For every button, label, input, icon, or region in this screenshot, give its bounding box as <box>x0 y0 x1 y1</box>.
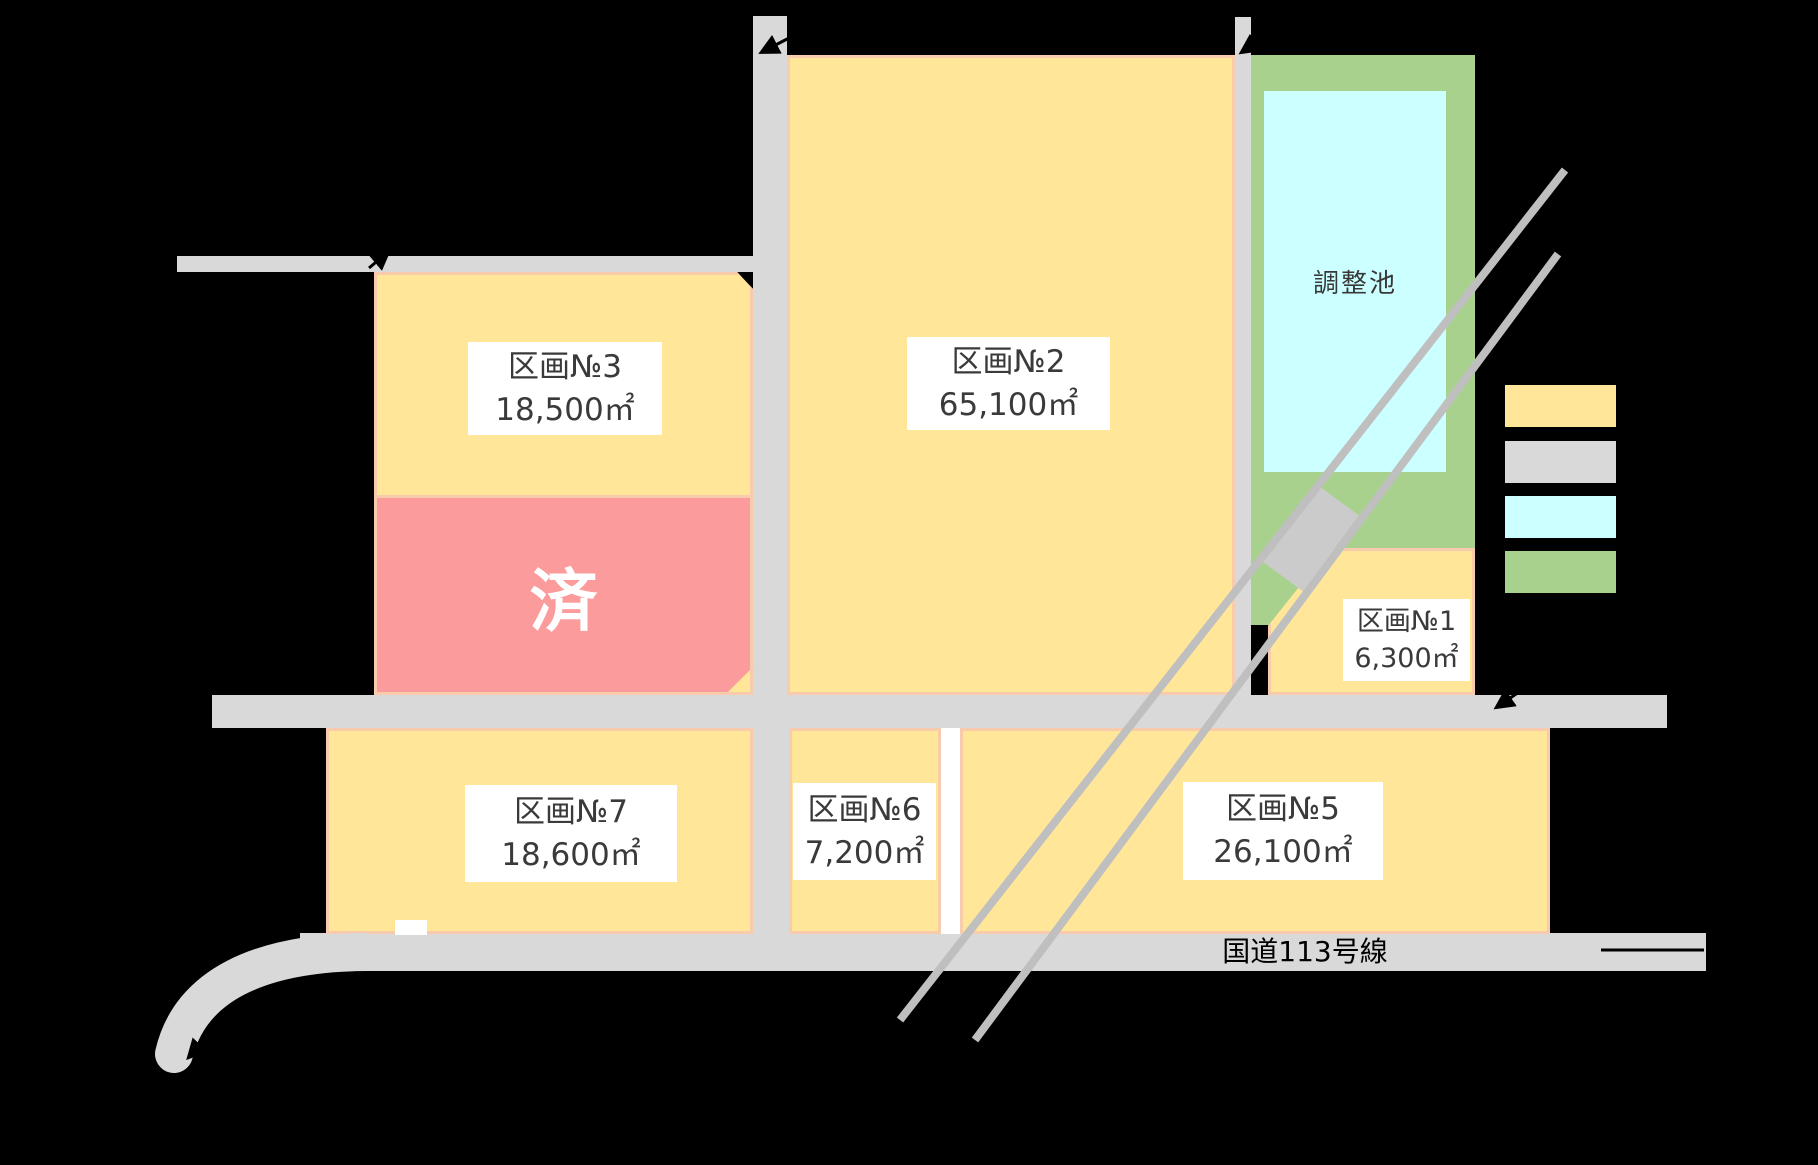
parcel-name: 区画№2 <box>951 343 1066 380</box>
sold-label: 済 <box>529 562 598 642</box>
road-right-vertical <box>1235 17 1251 695</box>
parcel-area: 18,600㎡ <box>501 836 641 873</box>
legend-swatch-road <box>1505 441 1616 483</box>
parcel-label-no6: 区画№6 7,200㎡ <box>793 783 936 880</box>
parcel-area: 65,100㎡ <box>938 386 1079 423</box>
parcel-name: 区画№1 <box>1356 605 1457 637</box>
road-top-left-horizontal <box>177 256 787 272</box>
parcel-label-no2: 区画№2 65,100㎡ <box>907 337 1110 430</box>
parcel-area: 6,300㎡ <box>1354 643 1459 674</box>
white-gap-between-6-and-5 <box>941 728 960 934</box>
parcel-area: 18,500㎡ <box>495 391 635 428</box>
arrow-curve-end-icon <box>186 1037 209 1061</box>
regulating-pond: 調整池 <box>1264 91 1446 472</box>
parcel-area: 26,100㎡ <box>1213 834 1353 870</box>
parcel-label-no7: 区画№7 18,600㎡ <box>465 785 677 882</box>
legend-swatch-green-space <box>1505 551 1616 593</box>
road-middle-horizontal <box>212 695 1667 728</box>
road-bottom-horizontal <box>300 933 1706 971</box>
pond-label: 調整池 <box>1312 269 1397 299</box>
parcel-label-no1: 区画№1 6,300㎡ <box>1343 599 1470 681</box>
parcel-label-no3: 区画№3 18,500㎡ <box>468 342 662 435</box>
road-strip-between-7-and-6 <box>753 728 789 934</box>
route-113-label: 国道113号線 <box>1222 935 1388 968</box>
legend-swatch-parcel <box>1505 385 1616 427</box>
parcel-name: 区画№6 <box>807 791 922 828</box>
parcel-name: 区画№3 <box>508 348 622 385</box>
white-notch-parcel-7 <box>395 920 427 935</box>
parcel-area: 7,200㎡ <box>804 834 925 871</box>
parcel-label-no5: 区画№5 26,100㎡ <box>1183 782 1383 880</box>
parcel-name: 区画№7 <box>514 793 628 830</box>
parcel-name: 区画№5 <box>1226 791 1340 828</box>
road-center-vertical <box>753 16 787 728</box>
sold-parcel: 済 <box>374 495 753 695</box>
legend-swatch-pond <box>1505 496 1616 538</box>
